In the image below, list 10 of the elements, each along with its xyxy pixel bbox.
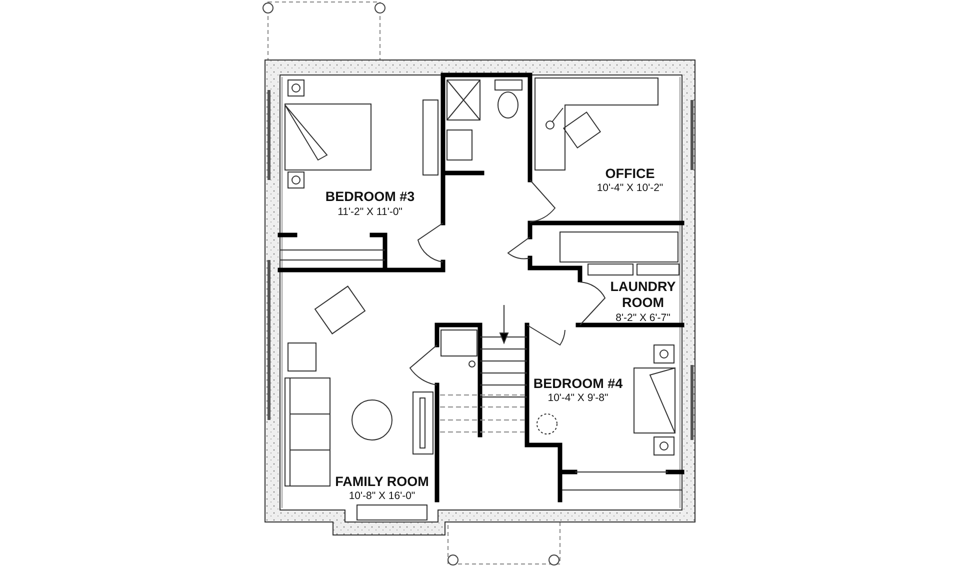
- room-name: FAMILY ROOM: [335, 474, 429, 490]
- room-dimensions: 10'-4" X 10'-2": [596, 182, 664, 194]
- room-dimensions: 10'-4" X 9'-8": [548, 392, 608, 404]
- room-name: OFFICE: [605, 166, 655, 182]
- room-dimensions: 10'-8" X 16'-0": [348, 490, 416, 502]
- room-dimensions: 11'-2" X 11'-0": [338, 206, 402, 218]
- room-dimensions: 8'-2" X 6'-7": [616, 312, 670, 324]
- room-name: BEDROOM #4: [533, 376, 623, 392]
- room-name: BEDROOM #3: [325, 189, 415, 205]
- room-name: LAUNDRY ROOM: [609, 279, 677, 311]
